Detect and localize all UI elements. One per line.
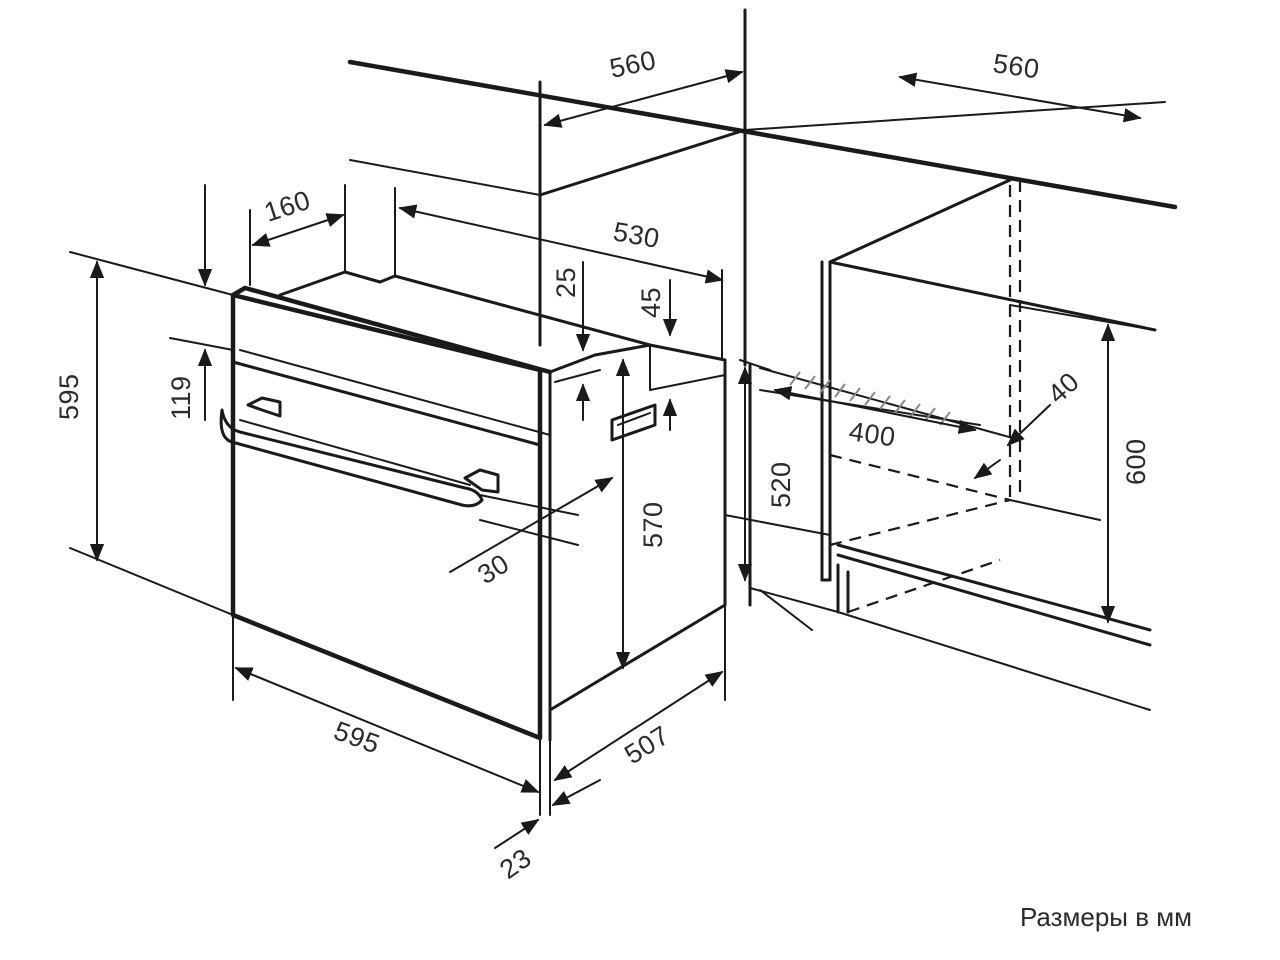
dim-label-front-height: 595	[54, 373, 84, 420]
dim-label-oven-depth: 530	[611, 216, 662, 254]
dim-label-front-width: 595	[330, 715, 384, 759]
dim-label-niche-width-top: 560	[607, 45, 659, 84]
units-caption: Размеры в мм	[1019, 902, 1192, 932]
dim-label-vent-depth: 40	[1042, 366, 1085, 409]
dimension-lines	[69, 69, 1166, 849]
dim-label-body-depth: 507	[619, 720, 674, 770]
dim-label-body-height: 570	[638, 501, 668, 548]
dim-label-panel-offset: 160	[261, 185, 315, 228]
dim-label-panel-height: 119	[166, 375, 196, 420]
dim-label-top-gap: 25	[551, 267, 581, 298]
cabinet-outline	[347, 8, 1178, 711]
dim-label-niche-height-min: 520	[766, 461, 796, 508]
dim-label-niche-depth-top: 560	[991, 48, 1041, 84]
dim-label-vent-width: 400	[847, 416, 897, 452]
dim-label-niche-height: 600	[1121, 438, 1151, 485]
dim-label-door-thickness: 23	[494, 843, 537, 885]
oven-body	[219, 270, 727, 742]
dim-label-top-step: 45	[636, 287, 666, 318]
